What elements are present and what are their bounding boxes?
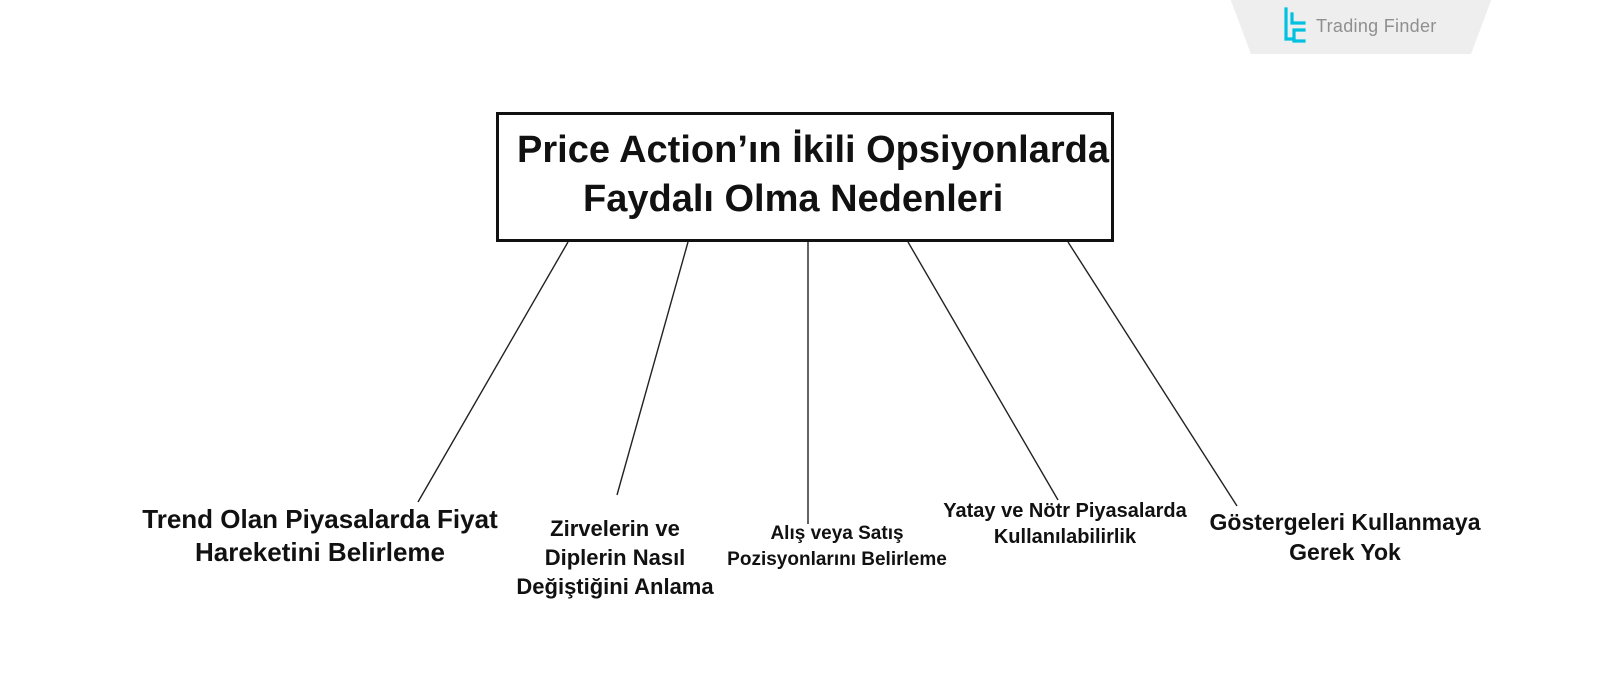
diagram-title-line-1: Price Action’ın İkili Opsiyonlarda [517,129,1109,171]
brand-logo-tab [1230,0,1492,54]
node-sideways-markets: Yatay ve Nötr Piyasalarda Kullanılabilir… [930,498,1200,550]
node-2-line-3: Değiştiğini Anlama [516,574,714,599]
connector-line-1 [417,241,569,503]
node-buy-sell-positions: Alış veya Satış Pozisyonlarını Belirleme [712,521,962,573]
node-3-line-2: Pozisyonlarını Belirleme [727,549,947,570]
brand-logo-text: Trading Finder [1316,16,1437,36]
node-5-line-1: Göstergeleri Kullanmaya [1209,509,1481,535]
diagram-title-line-2: Faydalı Olma Nedenleri [583,178,1004,220]
node-1-line-2: Hareketini Belirleme [194,537,445,567]
node-3-line-1: Alış veya Satış [770,523,904,544]
node-5-line-2: Gerek Yok [1289,539,1401,565]
node-4-line-1: Yatay ve Nötr Piyasalarda [943,500,1187,522]
connector-line-4 [907,241,1059,501]
node-2-line-2: Diplerin Nasıl [544,545,686,570]
connector-line-5 [1067,241,1238,507]
node-2-line-1: Zirvelerin ve [550,516,680,541]
node-no-indicators-needed: Göstergeleri Kullanmaya Gerek Yok [1205,507,1485,567]
trading-finder-logo-icon [1284,7,1306,43]
connector-line-2 [616,241,689,496]
node-1-line-1: Trend Olan Piyasalarda Fiyat [142,504,498,534]
node-4-line-2: Kullanılabilirlik [993,526,1137,548]
diagram-title-box: Price Action’ın İkili Opsiyonlarda Fayda… [496,112,1114,242]
node-trend-price-movement: Trend Olan Piyasalarda Fiyat Hareketini … [130,503,510,569]
node-peaks-and-troughs: Zirvelerin ve Diplerin Nasıl Değiştiğini… [505,514,725,601]
